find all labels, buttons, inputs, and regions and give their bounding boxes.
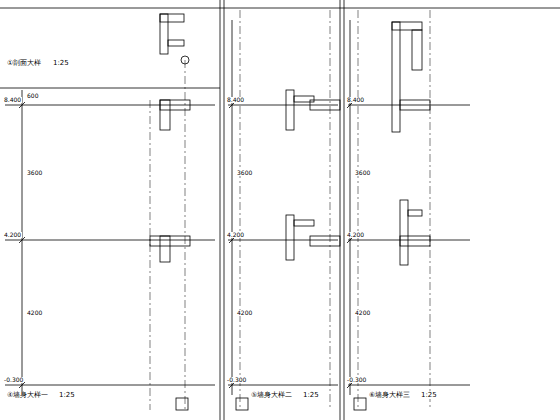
dimension-text: 4.200: [346, 232, 365, 238]
detail-title: 1:25: [58, 392, 76, 399]
dimension-text: 4200: [236, 310, 253, 316]
dimension-text: 4.200: [3, 232, 22, 238]
dimension-text: 600: [26, 93, 39, 99]
detail-title: ⑥墙身大样三: [368, 392, 411, 399]
dimension-text: 8.400: [346, 97, 365, 103]
detail-title: 1:25: [420, 392, 438, 399]
detail-title: ①剖面大样: [6, 60, 42, 67]
dimension-text: 3600: [26, 170, 43, 176]
dimension-text: -0.300: [3, 377, 24, 383]
dimension-text: -0.300: [226, 377, 247, 383]
detail-title: ④墙身大样一: [6, 392, 49, 399]
dimension-text: 4200: [26, 310, 43, 316]
dimension-text: 8.400: [226, 97, 245, 103]
dimension-text: 4200: [354, 310, 371, 316]
dimension-text: 4.200: [226, 232, 245, 238]
dimension-text: 3600: [236, 170, 253, 176]
detail-title: ⑤墙身大样二: [250, 392, 293, 399]
detail-title: 1:25: [52, 60, 70, 67]
detail-title: 1:25: [302, 392, 320, 399]
dimension-text: -0.300: [346, 377, 367, 383]
dimension-text: 8.400: [3, 97, 22, 103]
dimension-text: 3600: [354, 170, 371, 176]
